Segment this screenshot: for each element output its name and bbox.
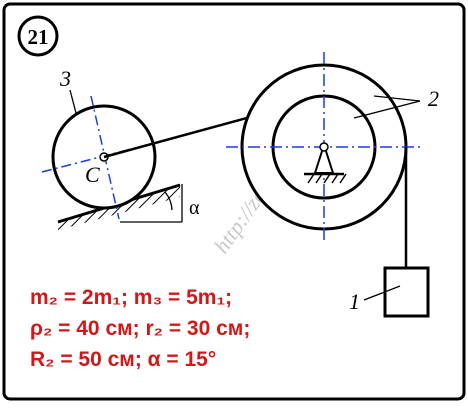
- body-2-pointer-outer: [373, 95, 421, 102]
- body-1-pointer: [363, 285, 401, 301]
- body-2-label: 2: [428, 86, 439, 111]
- given-line-1: m₂ = 2m₁; m₃ = 5m₁;: [30, 286, 232, 309]
- problem-number: 21: [28, 25, 49, 49]
- body-1-label: 1: [349, 289, 360, 314]
- problem-number-badge: [17, 15, 59, 57]
- body-2-pointer-inner: [353, 100, 421, 119]
- body-3-pointer: [69, 89, 77, 114]
- given-line-2: ρ₂ = 40 см; r₂ = 30 см;: [30, 317, 250, 340]
- pulley-2-center-point: [319, 142, 329, 152]
- support-hatching: [307, 173, 347, 184]
- weight-1: [383, 266, 430, 318]
- angle-label: α: [189, 197, 200, 219]
- given-line-3: R₂ = 50 см; α = 15°: [30, 348, 216, 371]
- incline-hatching: [58, 185, 180, 230]
- body-3-label: 3: [59, 66, 71, 91]
- center-c-label: C: [85, 162, 100, 187]
- figure-border: [2, 2, 466, 401]
- angle-arc: [164, 191, 173, 211]
